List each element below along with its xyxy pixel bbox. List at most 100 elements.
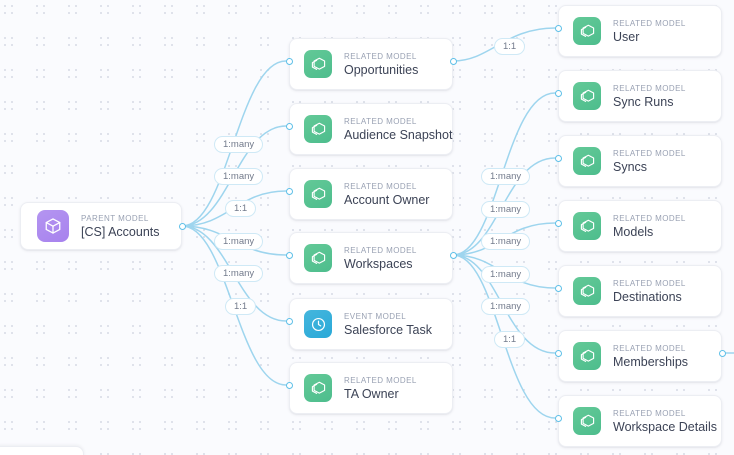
node-title: Salesforce Task <box>344 322 433 337</box>
stacked-layers-icon <box>304 115 332 143</box>
node-ta-owner[interactable]: RELATED MODEL TA Owner <box>289 362 453 414</box>
node-syncs[interactable]: RELATED MODEL Syncs <box>558 135 722 187</box>
opportunities-input-port[interactable] <box>286 58 293 65</box>
audience-snapshot-input-port[interactable] <box>286 123 293 130</box>
workspace-details-input-port[interactable] <box>555 415 562 422</box>
node-title: TA Owner <box>344 386 399 401</box>
stacked-layers-icon <box>573 212 601 240</box>
node-text: RELATED MODEL TA Owner <box>344 375 417 402</box>
node-kicker: RELATED MODEL <box>613 213 686 223</box>
node-kicker: RELATED MODEL <box>344 245 417 255</box>
node-text: RELATED MODEL Account Owner <box>344 181 429 208</box>
node-audience-snapshot[interactable]: RELATED MODEL Audience Snapshot <box>289 103 453 155</box>
node-text: RELATED MODEL Syncs <box>613 148 686 175</box>
node-kicker: RELATED MODEL <box>344 51 417 61</box>
edge-label-cardinality[interactable]: 1:many <box>214 168 264 185</box>
node-kicker: RELATED MODEL <box>344 375 417 385</box>
node-workspaces[interactable]: RELATED MODEL Workspaces <box>289 232 453 284</box>
node-kicker: RELATED MODEL <box>613 408 686 418</box>
node-kicker: RELATED MODEL <box>344 181 417 191</box>
clock-icon <box>304 310 332 338</box>
edge-label-cardinality[interactable]: 1:1 <box>225 200 257 217</box>
node-models[interactable]: RELATED MODEL Models <box>558 200 722 252</box>
edge-label-cardinality[interactable]: 1:many <box>214 136 264 153</box>
stacked-layers-icon <box>304 374 332 402</box>
memberships-input-port[interactable] <box>555 350 562 357</box>
node-user[interactable]: RELATED MODEL User <box>558 5 722 57</box>
stacked-layers-icon <box>573 82 601 110</box>
edge-label-cardinality[interactable]: 1:1 <box>494 331 526 348</box>
stacked-layers-icon <box>304 244 332 272</box>
node-kicker: RELATED MODEL <box>613 278 686 288</box>
stacked-layers-icon <box>304 50 332 78</box>
node-text: RELATED MODEL Opportunities <box>344 51 418 78</box>
edge-label-cardinality[interactable]: 1:many <box>214 265 264 282</box>
stacked-layers-icon <box>573 17 601 45</box>
models-input-port[interactable] <box>555 220 562 227</box>
stacked-layers-icon <box>573 342 601 370</box>
node-sync-runs[interactable]: RELATED MODEL Sync Runs <box>558 70 722 122</box>
node-salesforce-task[interactable]: EVENT MODEL Salesforce Task <box>289 298 453 350</box>
node-kicker: EVENT MODEL <box>344 311 407 321</box>
node-text: RELATED MODEL Destinations <box>613 278 686 305</box>
edge-label-cardinality[interactable]: 1:1 <box>225 298 257 315</box>
workspaces-output-port[interactable] <box>450 252 457 259</box>
ta-owner-input-port[interactable] <box>286 382 293 389</box>
syncs-input-port[interactable] <box>555 155 562 162</box>
node-kicker: RELATED MODEL <box>613 83 686 93</box>
destinations-input-port[interactable] <box>555 285 562 292</box>
node-text: RELATED MODEL Models <box>613 213 686 240</box>
opportunities-output-port[interactable] <box>450 58 457 65</box>
workspaces-input-port[interactable] <box>286 252 293 259</box>
edge-label-cardinality[interactable]: 1:many <box>481 298 531 315</box>
node-text: RELATED MODEL User <box>613 18 686 45</box>
edge-label-cardinality[interactable]: 1:many <box>481 266 531 283</box>
node-title: [CS] Accounts <box>81 224 160 239</box>
node-parent-model[interactable]: PARENT MODEL [CS] Accounts <box>20 202 182 250</box>
node-text: RELATED MODEL Memberships <box>613 343 688 370</box>
edge-label-cardinality[interactable]: 1:many <box>481 233 531 250</box>
node-title: Memberships <box>613 354 689 369</box>
edge-label-cardinality[interactable]: 1:many <box>214 233 264 250</box>
cube-icon <box>37 210 69 242</box>
stacked-layers-icon <box>573 277 601 305</box>
bottom-left-panel[interactable] <box>0 446 84 455</box>
parent-output-port[interactable] <box>179 223 186 230</box>
stacked-layers-icon <box>573 147 601 175</box>
memberships-output-port[interactable] <box>719 350 726 357</box>
stacked-layers-icon <box>304 180 332 208</box>
node-title: Workspace Details <box>613 419 717 434</box>
node-title: Models <box>613 224 654 239</box>
node-account-owner[interactable]: RELATED MODEL Account Owner <box>289 168 453 220</box>
node-title: Syncs <box>613 159 648 174</box>
node-text: RELATED MODEL Workspaces <box>344 245 417 272</box>
node-kicker: RELATED MODEL <box>344 116 417 126</box>
node-text: EVENT MODEL Salesforce Task <box>344 311 432 338</box>
stacked-layers-icon <box>573 407 601 435</box>
node-title: User <box>613 29 640 44</box>
node-text: RELATED MODEL Workspace Details <box>613 408 717 435</box>
edge-label-cardinality[interactable]: 1:many <box>481 168 531 185</box>
node-title: Destinations <box>613 289 682 304</box>
node-title: Sync Runs <box>613 94 674 109</box>
node-memberships[interactable]: RELATED MODEL Memberships <box>558 330 722 382</box>
node-kicker: RELATED MODEL <box>613 18 686 28</box>
node-title: Account Owner <box>344 192 430 207</box>
edge-label-cardinality[interactable]: 1:many <box>481 201 531 218</box>
edge-label-cardinality[interactable]: 1:1 <box>494 38 526 55</box>
node-workspace-details[interactable]: RELATED MODEL Workspace Details <box>558 395 722 447</box>
node-text: PARENT MODEL [CS] Accounts <box>81 213 160 240</box>
node-title: Opportunities <box>344 62 419 77</box>
salesforce-task-input-port[interactable] <box>286 318 293 325</box>
node-text: RELATED MODEL Audience Snapshot <box>344 116 453 143</box>
node-kicker: RELATED MODEL <box>613 148 686 158</box>
node-title: Audience Snapshot <box>344 127 453 142</box>
user-input-port[interactable] <box>555 25 562 32</box>
node-destinations[interactable]: RELATED MODEL Destinations <box>558 265 722 317</box>
account-owner-input-port[interactable] <box>286 188 293 195</box>
node-text: RELATED MODEL Sync Runs <box>613 83 686 110</box>
node-kicker: RELATED MODEL <box>613 343 686 353</box>
sync-runs-input-port[interactable] <box>555 90 562 97</box>
node-opportunities[interactable]: RELATED MODEL Opportunities <box>289 38 453 90</box>
